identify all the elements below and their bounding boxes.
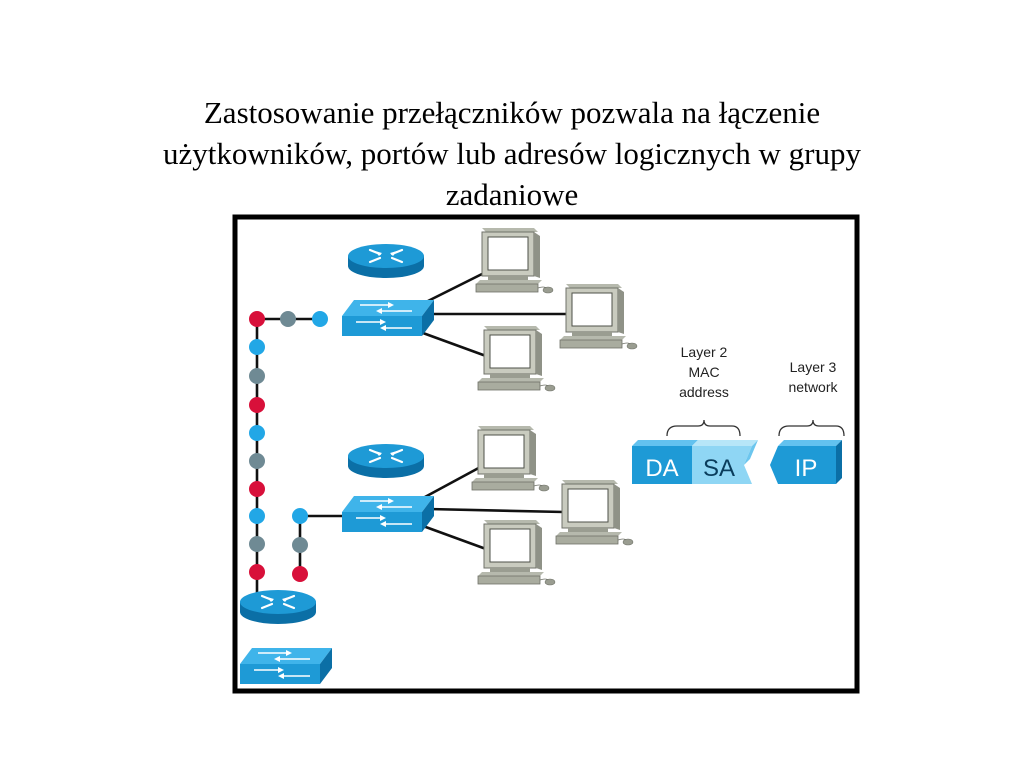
- cable-nodes: [249, 311, 328, 582]
- title-line-1: Zastosowanie przełączników pozwala na łą…: [203, 95, 821, 130]
- node-blue: [249, 339, 265, 355]
- slide-title: Zastosowanie przełączników pozwala na łą…: [100, 92, 924, 215]
- node-gray: [280, 311, 296, 327]
- node-red: [249, 564, 265, 580]
- switch-icon: [239, 647, 333, 685]
- sa-field: [692, 446, 752, 484]
- network-diagram: Layer 2 MAC address Layer 3 network DA S…: [232, 214, 860, 694]
- node-red: [249, 397, 265, 413]
- node-gray: [249, 453, 265, 469]
- node-gray: [249, 368, 265, 384]
- layer3-line-1: Layer 3: [790, 359, 837, 375]
- diagram-frame: [232, 214, 860, 694]
- ip-field: [770, 446, 836, 484]
- ip-label: IP: [795, 455, 818, 482]
- title-line-2: użytkowników, portów lub adresów logiczn…: [163, 136, 861, 171]
- layer2-line-1: Layer 2: [681, 344, 728, 360]
- frame-fields: DA SA IP: [632, 440, 842, 484]
- layer3-label: Layer 3 network: [788, 359, 838, 395]
- layer2-line-3: address: [679, 384, 729, 400]
- layer2-label: Layer 2 MAC address: [679, 344, 729, 400]
- layer2-brace: [666, 419, 741, 437]
- switch-icon: [341, 299, 435, 337]
- node-blue: [249, 508, 265, 524]
- node-blue: [312, 311, 328, 327]
- router-icon: [346, 442, 426, 480]
- router-icon: [238, 588, 318, 626]
- layer2-line-2: MAC: [688, 364, 719, 380]
- sa-label: SA: [703, 455, 735, 482]
- node-gray: [292, 537, 308, 553]
- node-red: [249, 311, 265, 327]
- da-field: [632, 446, 692, 484]
- title-line-3: zadaniowe: [445, 177, 579, 212]
- layer3-brace: [778, 419, 845, 437]
- node-gray: [249, 536, 265, 552]
- da-label: DA: [645, 455, 678, 482]
- router-icon: [346, 242, 426, 280]
- node-red: [292, 566, 308, 582]
- node-red: [249, 481, 265, 497]
- node-blue: [249, 425, 265, 441]
- node-blue: [292, 508, 308, 524]
- layer3-line-2: network: [788, 379, 838, 395]
- switch-icon: [341, 495, 435, 533]
